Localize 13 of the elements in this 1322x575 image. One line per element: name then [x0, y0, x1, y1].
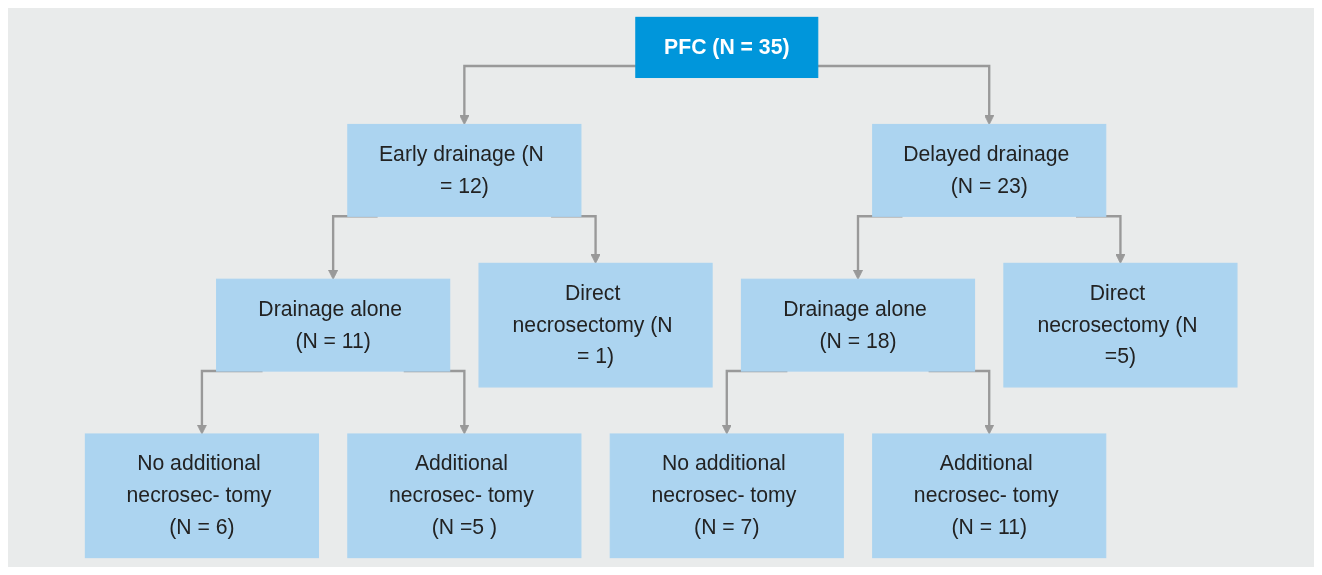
node-box: Early drainage (N = 12) [347, 123, 582, 217]
arrow [459, 64, 636, 125]
node-box: No additional necrosec- tomy (N = 7) [609, 433, 844, 559]
node-box: Drainage alone (N = 18) [740, 278, 975, 372]
node-box: No additional necrosec- tomy (N = 6) [84, 433, 319, 559]
node-box: Additional necrosec- tomy (N =5 ) [347, 433, 582, 559]
node-box: Drainage alone (N = 11) [215, 278, 451, 372]
node-box: Delayed drainage (N = 23) [871, 123, 1107, 217]
node-box: Direct necrosectomy (N = 1) [478, 262, 713, 388]
node-box: PFC (N = 35) [635, 16, 819, 79]
arrow [817, 64, 995, 125]
node-box: Direct necrosectomy (N =5) [1003, 262, 1238, 388]
node-box: Additional necrosec- tomy (N = 11) [871, 433, 1107, 559]
